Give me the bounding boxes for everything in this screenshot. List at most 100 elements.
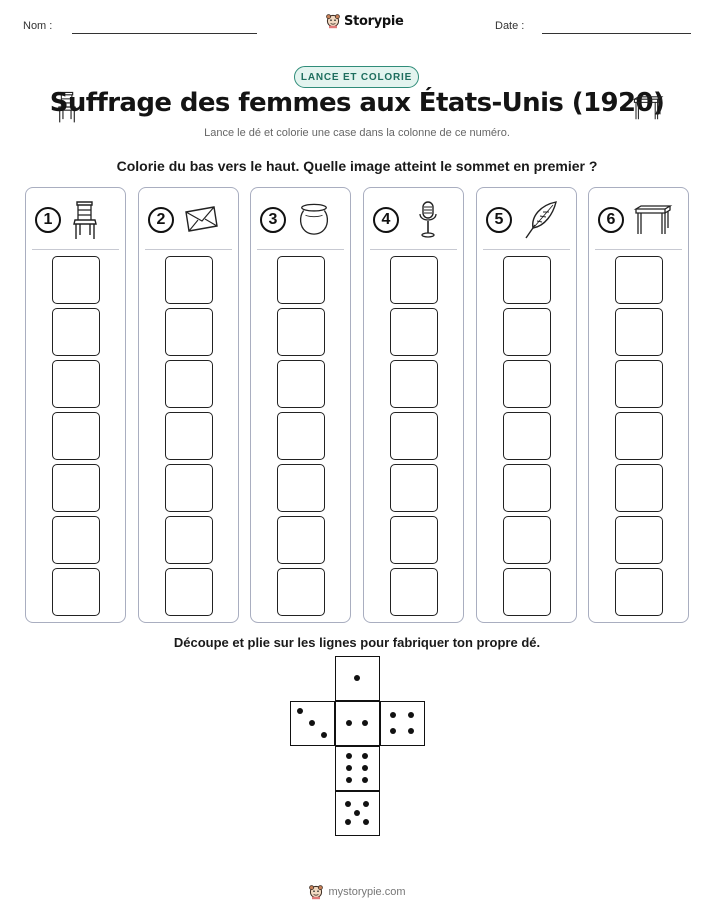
die-pip: [345, 720, 352, 726]
color-box[interactable]: [52, 464, 100, 512]
envelope-icon: [183, 205, 219, 233]
color-box[interactable]: [390, 568, 438, 616]
color-box[interactable]: [615, 516, 663, 564]
microphone-icon: [416, 200, 440, 240]
die-pip: [354, 810, 360, 816]
die-pip: [408, 711, 415, 718]
die-face-3: [290, 701, 335, 746]
die-face-1: [335, 656, 380, 701]
color-box[interactable]: [277, 256, 325, 304]
die-pip: [389, 728, 396, 735]
color-box[interactable]: [165, 516, 213, 564]
name-line[interactable]: [72, 33, 257, 34]
date-label: Date :: [495, 20, 525, 32]
die-face-6: [335, 746, 380, 791]
color-box[interactable]: [52, 256, 100, 304]
mascot-icon: [325, 13, 341, 29]
color-box[interactable]: [503, 516, 551, 564]
die-pip: [354, 675, 360, 681]
color-box[interactable]: [390, 412, 438, 460]
color-box[interactable]: [503, 256, 551, 304]
divider: [595, 249, 682, 250]
color-box[interactable]: [503, 412, 551, 460]
mascot-icon: [308, 884, 324, 900]
color-box[interactable]: [503, 308, 551, 356]
die-pip: [345, 765, 352, 771]
color-box[interactable]: [52, 568, 100, 616]
column-number: 2: [148, 207, 174, 233]
color-box[interactable]: [52, 516, 100, 564]
color-box[interactable]: [277, 568, 325, 616]
color-box[interactable]: [615, 308, 663, 356]
color-box[interactable]: [390, 464, 438, 512]
color-box[interactable]: [503, 464, 551, 512]
die-face-5: [335, 791, 380, 836]
die-pip: [344, 800, 351, 807]
die-face-2: [335, 701, 380, 746]
divider: [145, 249, 232, 250]
divider: [257, 249, 344, 250]
color-box[interactable]: [277, 360, 325, 408]
chair-icon: [70, 199, 100, 241]
color-box[interactable]: [52, 308, 100, 356]
color-box[interactable]: [165, 412, 213, 460]
die-pip: [363, 800, 370, 807]
name-label: Nom :: [23, 20, 53, 32]
die-pip: [344, 819, 351, 826]
die-face-4: [380, 701, 425, 746]
color-box[interactable]: [165, 256, 213, 304]
color-box[interactable]: [277, 308, 325, 356]
color-box[interactable]: [390, 516, 438, 564]
color-box[interactable]: [165, 568, 213, 616]
date-line[interactable]: [542, 33, 691, 34]
color-box[interactable]: [390, 360, 438, 408]
color-box[interactable]: [615, 360, 663, 408]
color-box[interactable]: [615, 568, 663, 616]
color-box[interactable]: [165, 360, 213, 408]
color-box[interactable]: [277, 516, 325, 564]
divider: [370, 249, 457, 250]
die-pip: [297, 708, 304, 715]
footer: mystorypie.com: [0, 884, 714, 900]
color-box[interactable]: [503, 360, 551, 408]
die-pip: [408, 728, 415, 735]
color-box[interactable]: [615, 464, 663, 512]
brand-name: Storypie: [344, 13, 404, 29]
color-box[interactable]: [52, 360, 100, 408]
activity-badge: LANCE ET COLORIE: [294, 66, 419, 88]
color-box[interactable]: [165, 464, 213, 512]
feather-quill-icon: [523, 200, 559, 240]
color-box[interactable]: [390, 256, 438, 304]
die-pip: [362, 776, 369, 783]
color-box[interactable]: [390, 308, 438, 356]
die-pip: [345, 776, 352, 783]
column-number: 3: [260, 207, 286, 233]
divider: [483, 249, 570, 250]
color-box[interactable]: [503, 568, 551, 616]
column-5: 5: [476, 187, 577, 623]
footer-url[interactable]: mystorypie.com: [328, 886, 406, 898]
die-pip: [389, 711, 396, 718]
color-box[interactable]: [277, 412, 325, 460]
column-4: 4: [363, 187, 464, 623]
color-box[interactable]: [277, 464, 325, 512]
die-pip: [345, 753, 352, 760]
color-box[interactable]: [615, 256, 663, 304]
page-subtitle: Lance le dé et colorie une case dans la …: [204, 127, 510, 139]
page-title: Suffrage des femmes aux États-Unis (1920…: [49, 88, 665, 118]
instruction-text: Colorie du bas vers le haut. Quelle imag…: [116, 158, 598, 174]
die-pip: [362, 753, 369, 760]
color-box[interactable]: [615, 412, 663, 460]
color-box[interactable]: [165, 308, 213, 356]
pot-icon: [297, 202, 331, 236]
column-6: 6: [588, 187, 689, 623]
die-pip: [362, 765, 369, 771]
column-number: 4: [373, 207, 399, 233]
column-1: 1: [25, 187, 126, 623]
color-box[interactable]: [52, 412, 100, 460]
column-number: 5: [486, 207, 512, 233]
column-number: 1: [35, 207, 61, 233]
table-icon: [633, 203, 673, 237]
die-pip: [309, 720, 315, 726]
die-pip: [363, 819, 370, 826]
